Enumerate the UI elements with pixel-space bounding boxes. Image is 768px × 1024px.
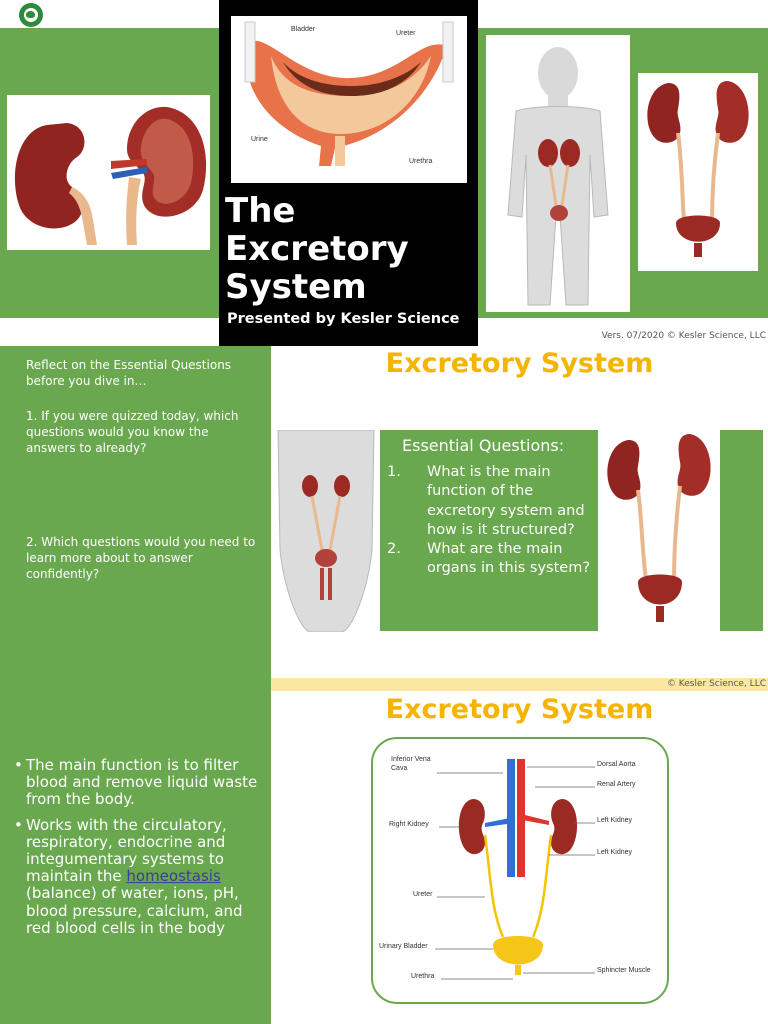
torso-image xyxy=(272,429,380,633)
right-kidney-label: Right Kidney xyxy=(389,821,429,828)
kesler-logo-icon xyxy=(19,3,43,27)
bullet-text: Works with the circulatory, respiratory,… xyxy=(26,815,243,937)
urine-label: Urine xyxy=(251,136,268,143)
essential-questions-list: 1. What is the main function of the excr… xyxy=(387,463,595,579)
essential-questions-heading: Essential Questions: xyxy=(402,436,565,455)
slide-title: Excretory System xyxy=(385,694,654,725)
ureter-label: Ureter xyxy=(396,30,416,37)
essential-questions-box: Essential Questions: 1. What is the main… xyxy=(380,430,598,631)
ureter-label: Ureter xyxy=(413,891,433,898)
copyright-footer: © Kesler Science, LLC xyxy=(666,679,766,689)
reflect-question-2: 2. Which questions would you need to lea… xyxy=(26,535,256,581)
question-number: 1. xyxy=(387,464,401,480)
bullet-item: • The main function is to filter blood a… xyxy=(14,756,260,809)
essential-question: 1. What is the main function of the excr… xyxy=(387,463,595,540)
version-footer: Vers. 07/2020 © Kesler Science, LLC xyxy=(601,331,766,341)
title-line: Excretory xyxy=(225,229,409,269)
question-text: What are the main organs in this system? xyxy=(427,541,591,577)
presentation-title: The Excretory System xyxy=(225,192,475,306)
title-block: Bladder Ureter Urine Urethra xyxy=(219,0,478,346)
function-bullets: • The main function is to filter blood a… xyxy=(14,756,260,945)
bullet-item: • Works with the circulatory, respirator… xyxy=(14,815,260,937)
urethra-label: Urethra xyxy=(411,973,435,980)
bullet-text: The main function is to filter blood and… xyxy=(26,756,258,809)
aorta-label: Dorsal Aorta xyxy=(597,761,636,768)
question-number: 2. xyxy=(387,541,401,558)
presenter-credit: Presented by Kesler Science xyxy=(227,311,460,327)
excretory-system-diagram: Inferior Vena Cava Dorsal Aorta Renal Ar… xyxy=(371,737,669,1004)
urinary-bladder-label: Urinary Bladder xyxy=(379,943,428,950)
reflection-sidebar xyxy=(0,346,271,1024)
reflect-intro: Reflect on the Essential Questions befor… xyxy=(26,358,232,388)
human-body-image xyxy=(486,35,630,312)
urinary-organs-image xyxy=(638,73,758,271)
homeostasis-link[interactable]: homeostasis xyxy=(126,867,221,886)
renal-artery-label: Renal Artery xyxy=(597,781,636,788)
question-text: What is the main function of the excreto… xyxy=(427,464,585,538)
urethra-label: Urethra xyxy=(409,158,433,165)
slide-title: Excretory System xyxy=(385,348,654,379)
sphincter-muscle-label: Sphincter Muscle xyxy=(597,967,651,974)
bladder-label: Bladder xyxy=(291,26,316,33)
slide-divider-bar xyxy=(271,678,768,691)
ivc-label: Inferior Vena Cava xyxy=(391,756,431,772)
left-kidney-label: Left Kidney xyxy=(597,817,633,824)
decorative-strip xyxy=(720,430,763,631)
reflect-question-1: 1. If you were quizzed today, which ques… xyxy=(26,409,239,455)
title-line: System xyxy=(225,267,367,307)
urinary-organs-image xyxy=(598,430,720,631)
left-kidney-label-2: Left Kidney xyxy=(597,849,633,856)
kidney-image xyxy=(7,95,210,250)
bladder-diagram: Bladder Ureter Urine Urethra xyxy=(231,16,467,183)
essential-question: 2. What are the main organs in this syst… xyxy=(387,540,595,579)
title-line: The xyxy=(225,191,296,231)
